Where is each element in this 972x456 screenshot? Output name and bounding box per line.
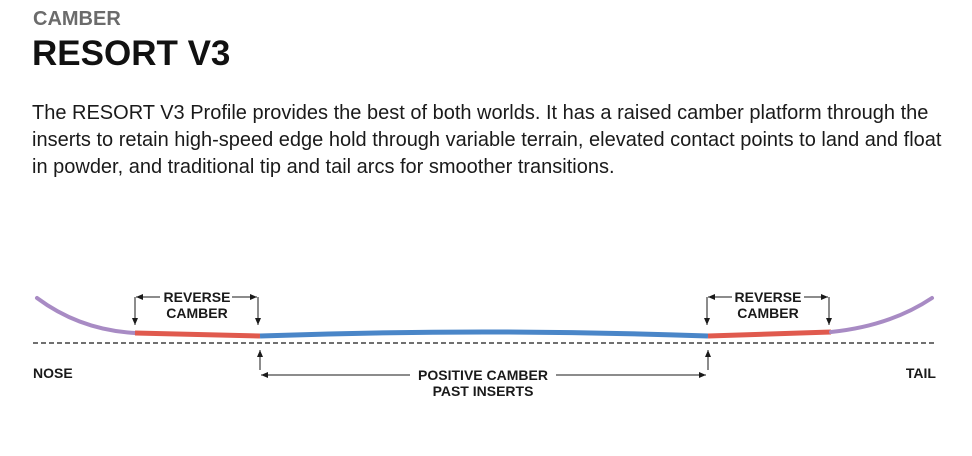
tail-tip-arc [829,296,934,334]
positive-camber-label: POSITIVE CAMBER [418,367,548,383]
reverse-camber-right-bracket: REVERSE CAMBER [704,289,832,325]
reverse-camber-right [707,329,832,339]
camber-label-left: CAMBER [166,305,227,321]
camber-label-right: CAMBER [737,305,798,321]
reverse-label-left: REVERSE [164,289,231,305]
positive-camber-bracket: POSITIVE CAMBER PAST INSERTS [257,350,711,399]
nose-label: NOSE [33,365,73,381]
positive-camber [259,329,709,339]
nose-tip-arc [35,296,137,335]
tail-label: TAIL [906,365,937,381]
past-inserts-label: PAST INSERTS [433,383,534,399]
reverse-label-right: REVERSE [735,289,802,305]
profile-category: CAMBER [33,8,121,30]
reverse-camber-left-bracket: REVERSE CAMBER [132,289,261,325]
page-title: RESORT V3 [32,34,231,73]
profile-description: The RESORT V3 Profile provides the best … [32,102,942,178]
reverse-camber-left [134,330,261,339]
